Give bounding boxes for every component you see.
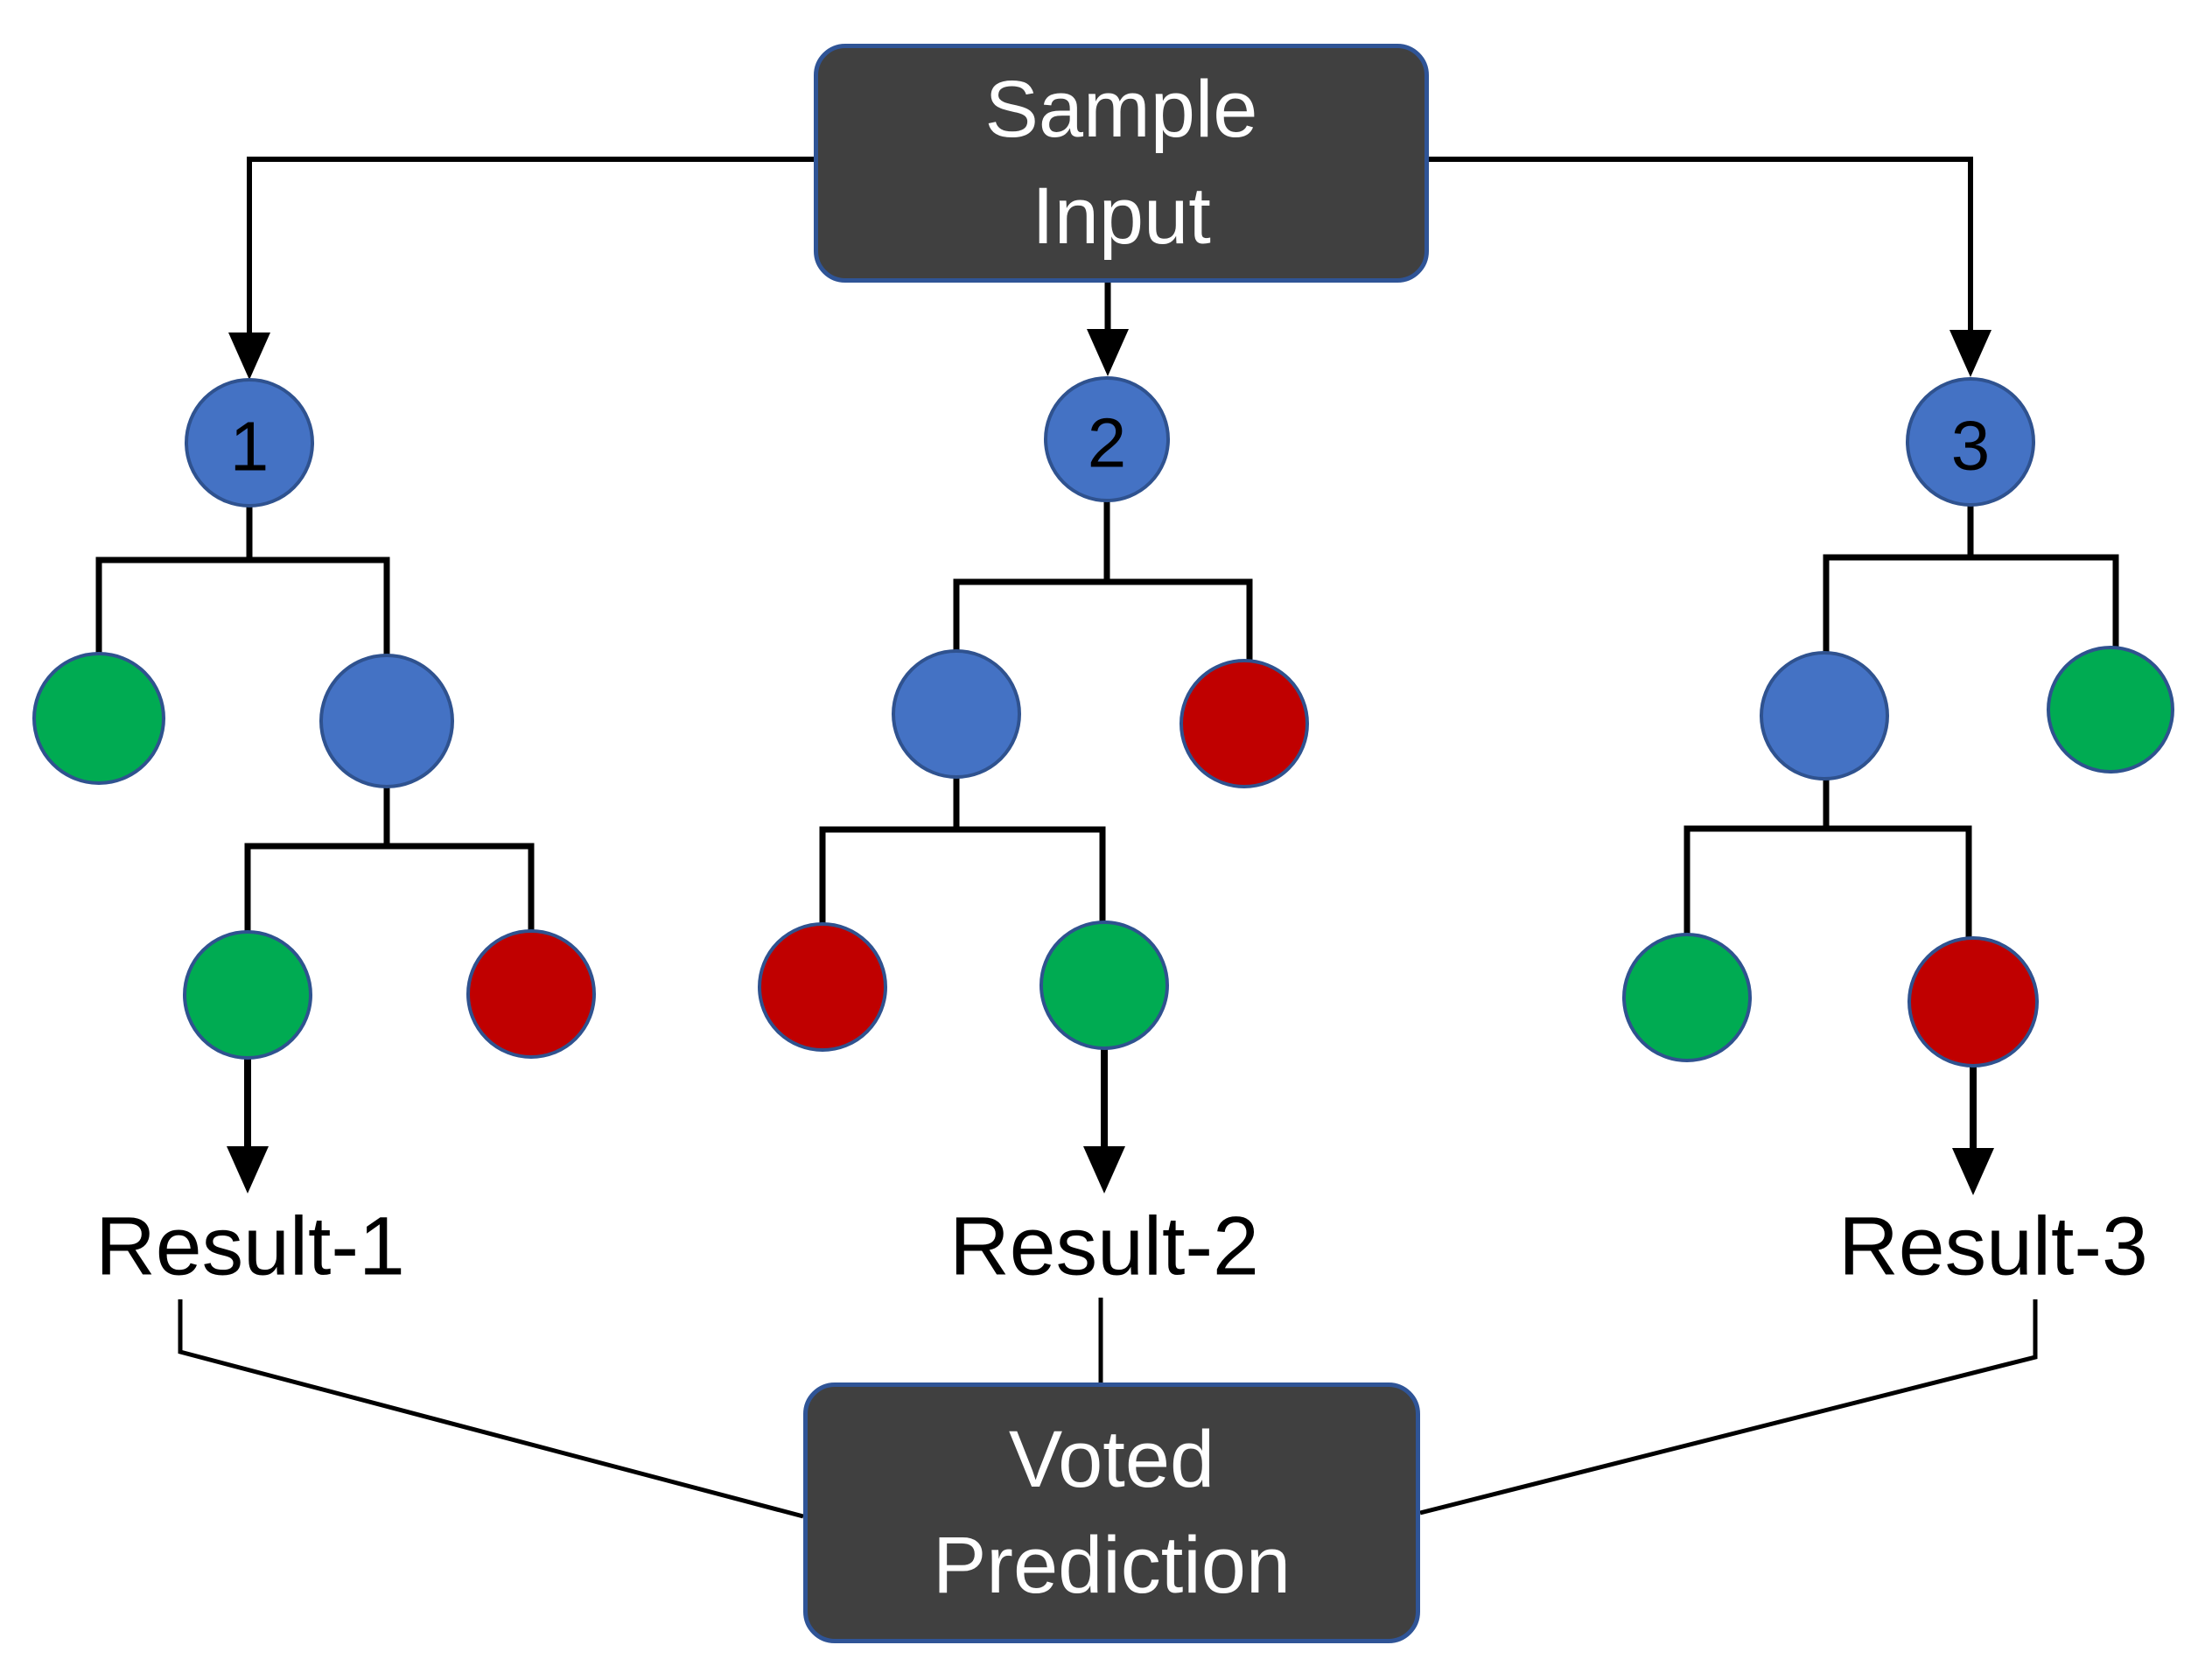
voted-prediction-line1: Voted — [1008, 1414, 1215, 1504]
tree1-grandchild-right-node — [466, 929, 596, 1059]
tree2-root-node — [1044, 376, 1170, 502]
arrow-into-tree2-icon — [1087, 329, 1129, 376]
connector-tree2-child-branch — [953, 578, 1253, 662]
tree2-root-label: 2 — [1088, 404, 1127, 482]
connector-result1-to-voted — [178, 1299, 804, 1519]
tree1-child-right-node — [319, 654, 454, 788]
arrow-into-result2-icon — [1083, 1146, 1125, 1194]
sample-input-line1: Sample — [984, 65, 1258, 155]
tree2-grandchild-left-node — [758, 922, 887, 1052]
tree3-grandchild-right-node — [1908, 936, 2039, 1068]
connector-tree3-grand-branch — [1684, 825, 1972, 940]
connector-tree1-child-branch — [95, 556, 390, 659]
tree1-root-node — [185, 378, 314, 508]
tree2-child-left-node — [892, 649, 1021, 779]
result-1-label: Result-1 — [95, 1200, 405, 1293]
arrow-into-result1-icon — [227, 1146, 269, 1194]
sample-input-box: Sample Input — [814, 44, 1429, 283]
connector-input-to-tree3 — [1429, 157, 1973, 338]
connector-result3-to-voted — [1419, 1299, 2038, 1516]
tree1-grandchild-left-node — [183, 930, 312, 1060]
tree3-child-right-node — [2047, 646, 2174, 774]
tree3-root-node — [1906, 377, 2035, 507]
tree2-grandchild-right-node — [1040, 920, 1169, 1050]
tree3-child-left-node — [1760, 651, 1889, 780]
result-3-label: Result-3 — [1838, 1200, 2148, 1293]
tree1-root-label: 1 — [230, 408, 270, 486]
sample-input-line2: Input — [1032, 171, 1211, 261]
voted-prediction-box: Voted Prediction — [803, 1382, 1420, 1643]
connector-input-to-tree1 — [247, 157, 814, 338]
connector-tree3-child-branch — [1823, 554, 2119, 654]
connector-tree2-grand-branch — [819, 826, 1106, 926]
tree1-child-left-node — [32, 652, 165, 785]
tree3-grandchild-left-node — [1622, 933, 1752, 1062]
arrow-into-result3-icon — [1952, 1148, 1994, 1195]
result-2-label: Result-2 — [949, 1200, 1259, 1293]
voted-prediction-line2: Prediction — [932, 1521, 1292, 1610]
connector-tree1-grand-branch — [244, 843, 535, 934]
arrow-into-tree3-icon — [1950, 330, 1992, 377]
arrow-into-tree1-icon — [228, 332, 270, 380]
tree3-root-label: 3 — [1951, 407, 1991, 485]
tree2-child-right-node — [1180, 659, 1309, 788]
